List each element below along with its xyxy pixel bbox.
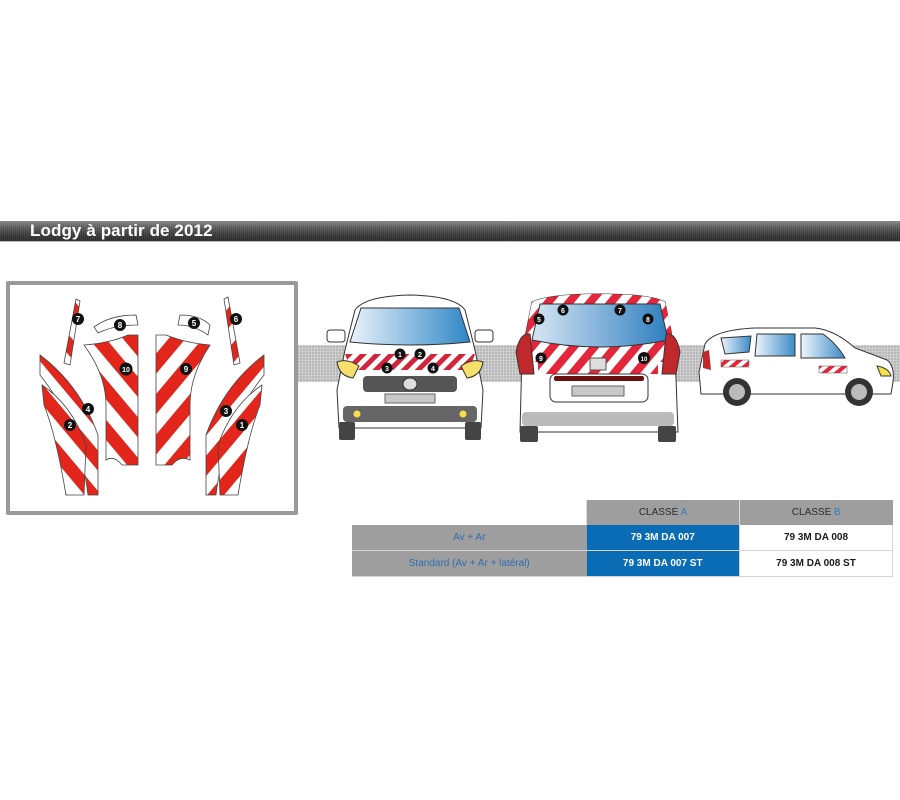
car-front-view: 1 2 3 4: [326, 294, 494, 440]
sticker-sheet: 1 2 3 4 5 6 7 8 9 10: [6, 281, 298, 515]
table-row: Standard (Av + Ar + latéral) 79 3M DA 00…: [352, 550, 893, 577]
svg-text:10: 10: [641, 357, 648, 363]
svg-text:6: 6: [561, 308, 565, 315]
column-header-classe-b: CLASSE B: [739, 500, 893, 525]
svg-text:4: 4: [431, 366, 435, 373]
svg-text:7: 7: [76, 315, 81, 324]
car-side-view: [698, 327, 894, 406]
svg-text:1: 1: [398, 352, 402, 359]
table-header-row: CLASSE A CLASSE B: [352, 500, 893, 525]
cell-class-a: 79 3M DA 007: [586, 525, 740, 551]
sticker-pieces-illustration: 1 2 3 4 5 6 7 8 9 10: [39, 296, 265, 496]
svg-text:9: 9: [539, 356, 543, 363]
svg-text:10: 10: [122, 367, 130, 374]
svg-text:7: 7: [618, 308, 622, 315]
title-bar: Lodgy à partir de 2012: [0, 221, 900, 242]
table-row: Av + Ar 79 3M DA 007 79 3M DA 008: [352, 525, 893, 551]
cell-class-b: 79 3M DA 008 ST: [739, 550, 893, 577]
page-title: Lodgy à partir de 2012: [30, 221, 213, 240]
row-label: Av + Ar: [352, 525, 587, 551]
svg-text:5: 5: [192, 319, 197, 328]
svg-text:9: 9: [184, 365, 189, 374]
svg-text:1: 1: [240, 421, 245, 430]
svg-text:3: 3: [385, 366, 389, 373]
row-label: Standard (Av + Ar + latéral): [352, 550, 587, 577]
column-header-classe-a: CLASSE A: [586, 500, 740, 525]
reference-table: CLASSE A CLASSE B Av + Ar 79 3M DA 007 7…: [352, 500, 893, 577]
svg-text:4: 4: [86, 405, 91, 414]
car-rear-view: 5 6 7 8 9 10: [515, 293, 681, 442]
svg-text:2: 2: [68, 421, 73, 430]
svg-text:8: 8: [118, 321, 123, 330]
svg-text:2: 2: [418, 352, 422, 359]
cell-class-a: 79 3M DA 007 ST: [586, 550, 740, 577]
svg-text:6: 6: [234, 315, 239, 324]
svg-text:3: 3: [224, 407, 229, 416]
svg-text:8: 8: [646, 317, 650, 324]
cell-class-b: 79 3M DA 008: [739, 525, 893, 551]
svg-text:5: 5: [537, 317, 541, 324]
